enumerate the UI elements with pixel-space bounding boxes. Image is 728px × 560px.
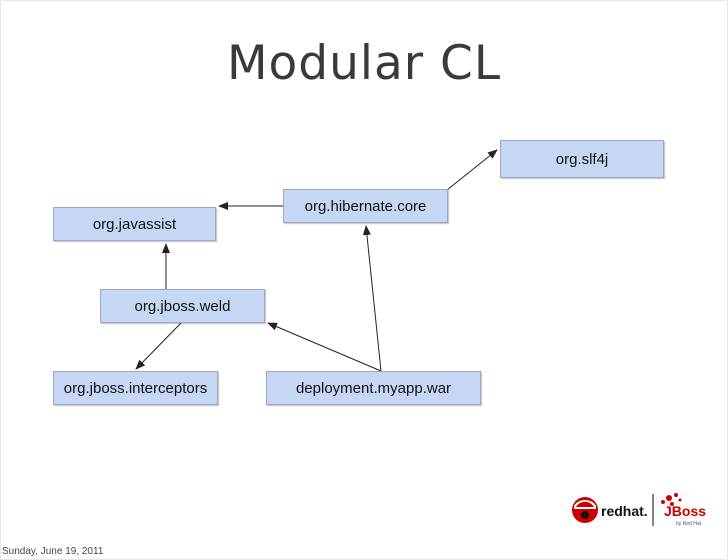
node-org-slf4j: org.slf4j [500,140,664,178]
node-label: org.javassist [92,215,177,233]
edge-org-hibernate-core-to-org-slf4j [446,149,498,191]
slide-date: Sunday, June 19, 2011 [2,546,104,557]
edge-org-jboss-weld-to-org-jboss-interceptors [135,322,182,370]
node-deployment-myapp-war: deployment.myapp.war [266,371,481,405]
jboss-logo: JBoss by Red Hat [661,493,706,527]
node-org-jboss-interceptors: org.jboss.interceptors [53,371,218,405]
node-label: org.slf4j [555,150,609,168]
node-org-hibernate-core: org.hibernate.core [283,189,448,223]
node-label: org.jboss.interceptors [63,379,208,397]
slide-title: Modular CL [226,36,502,91]
edge-deployment-myapp-war-to-org-jboss-weld [267,322,382,372]
node-label: deployment.myapp.war [295,379,452,397]
jboss-wordmark: JBoss [664,503,706,519]
edge-deployment-myapp-war-to-org-hibernate-core [362,225,382,372]
node-label: org.jboss.weld [134,297,231,315]
footer-logos: redhat. JBoss by Red Hat [568,488,718,532]
node-org-javassist: org.javassist [53,207,216,241]
jboss-byline: by Red Hat [676,521,702,527]
redhat-wordmark: redhat. [601,503,648,519]
node-org-jboss-weld: org.jboss.weld [100,289,265,323]
node-label: org.hibernate.core [304,197,427,215]
redhat-logo: redhat. JBoss by Red Hat [572,493,706,527]
